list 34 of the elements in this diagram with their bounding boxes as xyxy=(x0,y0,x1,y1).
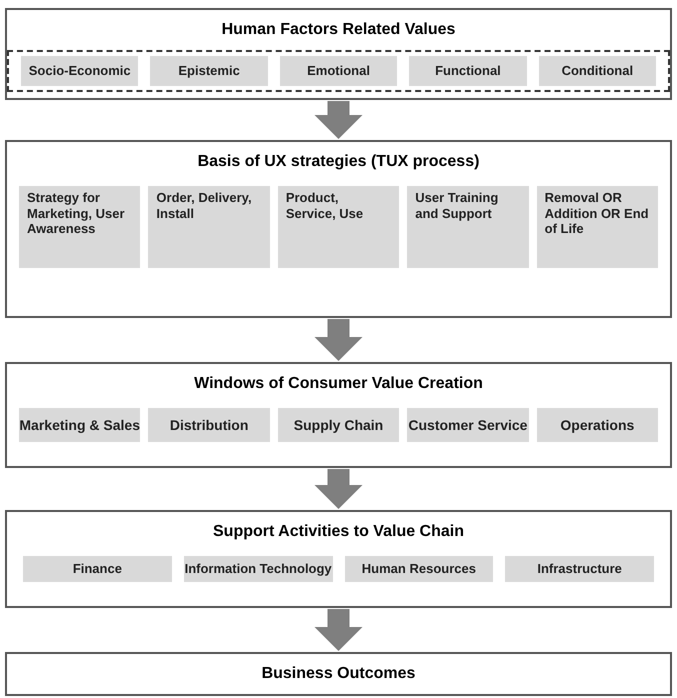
panel-title: Windows of Consumer Value Creation xyxy=(193,374,484,394)
value-box: Human Resources xyxy=(344,556,494,582)
dashed-group-box xyxy=(7,50,670,92)
value-box: Information Technology xyxy=(184,556,332,582)
value-box: Product, Service, Use xyxy=(278,186,400,268)
panel-title: Business Outcomes xyxy=(260,664,416,684)
value-box: Customer Service xyxy=(407,408,529,442)
value-box: Marketing & Sales xyxy=(19,408,140,442)
down-arrow xyxy=(314,469,362,509)
stage-panel xyxy=(5,362,672,468)
value-box: Operations xyxy=(536,408,658,442)
stage-panel xyxy=(5,652,672,696)
value-box: User Training and Support xyxy=(407,186,529,268)
value-box: Removal OR Addition OR End of Life xyxy=(536,186,658,268)
value-box: Finance xyxy=(23,556,172,582)
down-arrow xyxy=(314,319,362,361)
panel-title: Human Factors Related Values xyxy=(220,20,456,40)
value-box: Infrastructure xyxy=(505,556,654,582)
value-box: Functional xyxy=(409,56,527,86)
stage-panel xyxy=(5,8,672,100)
panel-title: Basis of UX strategies (TUX process) xyxy=(196,152,480,172)
stage-panel xyxy=(5,510,672,608)
value-box: Socio-Economic xyxy=(21,56,138,86)
stage-panel xyxy=(5,140,672,318)
down-arrow xyxy=(314,609,362,651)
value-box: Epistemic xyxy=(150,56,268,86)
value-box: Supply Chain xyxy=(278,408,400,442)
value-box: Order, Delivery, Install xyxy=(148,186,270,268)
panel-title: Support Activities to Value Chain xyxy=(212,522,465,542)
value-box: Conditional xyxy=(538,56,656,86)
down-arrow xyxy=(314,101,362,139)
value-box: Distribution xyxy=(148,408,270,442)
value-box: Strategy for Marketing, User Awareness xyxy=(19,186,140,268)
value-box: Emotional xyxy=(280,56,398,86)
